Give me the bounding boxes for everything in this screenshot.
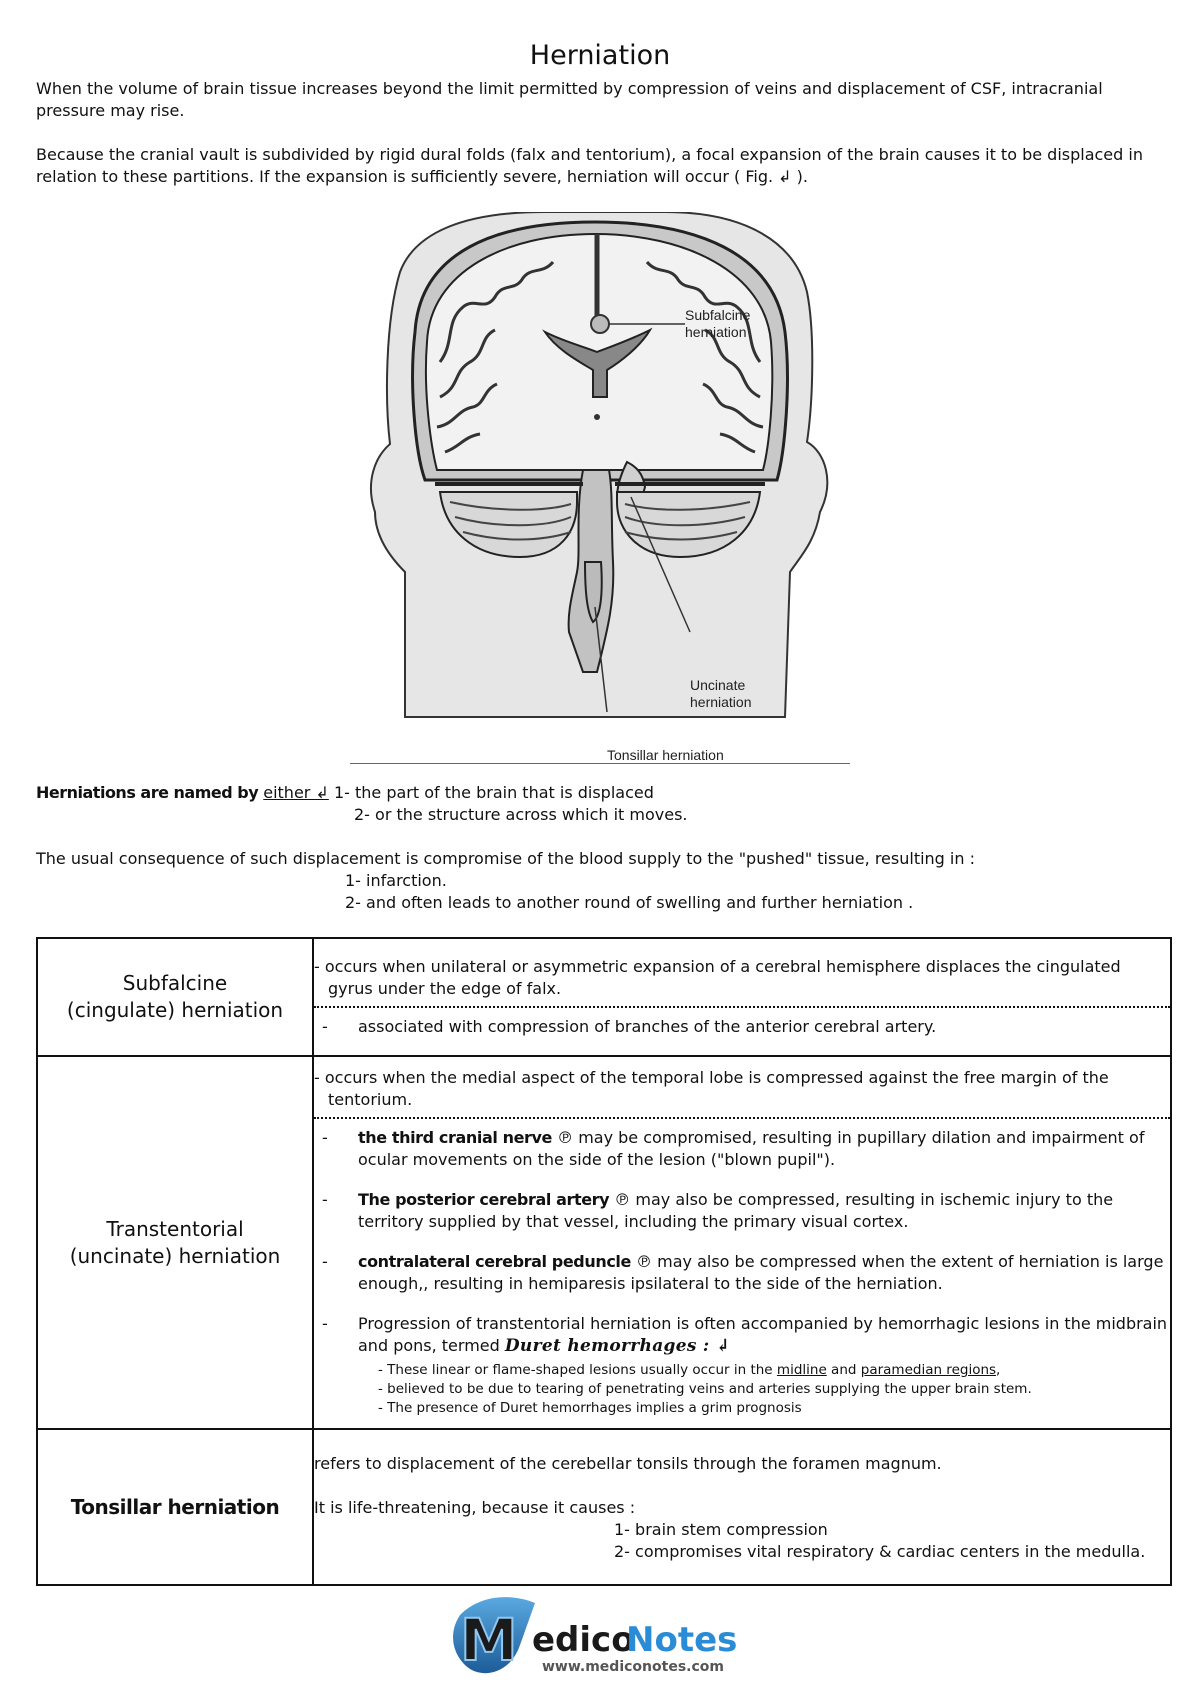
cell-tonsillar-desc: refers to displacement of the cerebellar… <box>312 1428 1172 1586</box>
herniation-types-table: Subfalcine (cingulate) herniation - occu… <box>36 937 1172 1586</box>
spacer <box>314 1475 1170 1497</box>
mediconotes-logo: M edico Notes www.mediconotes.com <box>440 1585 770 1690</box>
naming-lead: Herniations are named by <box>36 783 259 802</box>
uncinate-leader-line <box>630 496 691 633</box>
page-title: Herniation <box>529 40 671 71</box>
transtentorial-item-4: - Progression of transtentorial herniati… <box>314 1313 1170 1357</box>
naming-either: either ↲ <box>263 783 329 802</box>
consequence-lead: The usual consequence of such displaceme… <box>36 849 975 868</box>
table-row-tonsillar: Tonsillar herniation refers to displacem… <box>36 1428 1172 1586</box>
intro-paragraph-2: Because the cranial vault is subdivided … <box>36 145 1143 186</box>
tonsillar-cause-1: 1- brain stem compression <box>614 1520 828 1539</box>
logo-swoosh <box>453 1597 535 1674</box>
tonsillar-leader-line <box>594 606 608 713</box>
bullet-dash: - <box>322 1128 328 1147</box>
dotted-separator <box>314 1117 1170 1119</box>
brain-coronal-section-illustration: Subfalcine herniation Uncinate herniatio… <box>350 212 850 764</box>
logo-graphic: M edico Notes www.mediconotes.com <box>453 1597 737 1675</box>
cerebellar-folia <box>449 501 751 541</box>
transtentorial-item-1: - the third cranial nerve ℗ may be compr… <box>314 1127 1170 1171</box>
subfalcine-assoc-text: associated with compression of branches … <box>358 1017 937 1036</box>
cell-subfalcine-desc: - occurs when unilateral or asymmetric e… <box>312 937 1172 1057</box>
tonsillar-description-2: It is life-threatening, because it cause… <box>314 1498 636 1517</box>
label-subfalcine: Subfalcine <box>685 307 751 323</box>
bullet-dash: - <box>322 1190 328 1209</box>
tonsillar-cause-2: 2- compromises vital respiratory & cardi… <box>614 1542 1146 1561</box>
lateral-ventricles <box>542 327 653 398</box>
duret-note-1: - These linear or flame-shaped lesions u… <box>314 1361 1170 1380</box>
subfalcine-name-line-1: Subfalcine <box>122 971 228 995</box>
label-subfalcine-herniation: herniation <box>685 324 747 340</box>
transtentorial-name-line-2: (uncinate) herniation <box>69 1243 281 1268</box>
herniation-naming-section: Herniations are named by either ↲ 1- the… <box>36 782 1166 824</box>
cell-tonsillar-name: Tonsillar herniation <box>36 1428 314 1586</box>
herniation-figure: Subfalcine herniation Uncinate herniatio… <box>345 212 855 764</box>
consequence-item-1: 1- infarction. <box>345 871 447 890</box>
subfalcine-name-line-2: (cingulate) herniation <box>66 998 284 1022</box>
cell-transtentorial-desc: - occurs when the medial aspect of the t… <box>312 1055 1172 1430</box>
label-tonsillar-herniation: Tonsillar herniation <box>607 747 724 763</box>
left-gyri <box>436 260 555 454</box>
transtentorial-name-line-1: Transtentorial <box>106 1216 244 1241</box>
subfalcine-assoc-item: - associated with compression of branche… <box>314 1016 1170 1038</box>
duret-note-1-c: and <box>826 1362 861 1378</box>
duret-hemorrhages-term: Duret hemorrhages : ↲ <box>504 1336 731 1356</box>
bullet-dash: - <box>322 1314 328 1333</box>
consequence-item-2: 2- and often leads to another round of s… <box>345 893 914 912</box>
duret-note-1-e: , <box>996 1362 1001 1378</box>
item-2-bold: The posterior cerebral artery <box>358 1190 610 1209</box>
intro-paragraph-1: When the volume of brain tissue increase… <box>36 79 1103 120</box>
transtentorial-description: - occurs when the medial aspect of the t… <box>314 1068 1109 1109</box>
logo-text-notes: Notes <box>626 1620 737 1660</box>
midline-term: midline <box>776 1362 827 1378</box>
cell-subfalcine-name: Subfalcine (cingulate) herniation <box>36 937 314 1057</box>
paramedian-term: paramedian regions <box>860 1362 997 1378</box>
subfalcine-description: - occurs when unilateral or asymmetric e… <box>314 957 1121 998</box>
item-3-text: ℗ may also be compressed when the extent… <box>358 1252 1164 1293</box>
duret-note-2: - believed to be due to tearing of penet… <box>378 1381 1032 1397</box>
label-uncinate-herniation: herniation <box>690 694 752 710</box>
naming-line-1: 1- the part of the brain that is displac… <box>328 783 654 802</box>
bullet-dash: - <box>322 1252 328 1271</box>
label-uncinate: Uncinate <box>690 677 745 693</box>
duret-note-1-a: - These linear or flame-shaped lesions u… <box>378 1362 777 1378</box>
bullet-dash: - <box>322 1017 328 1036</box>
consequence-section: The usual consequence of such displaceme… <box>36 848 1166 912</box>
naming-line-2: 2- or the structure across which it move… <box>354 805 688 824</box>
progression-text: Progression of transtentorial herniation… <box>358 1314 1168 1355</box>
right-gyri <box>645 260 764 454</box>
item-3-bold: contralateral cerebral peduncle <box>358 1252 631 1271</box>
dotted-separator <box>314 1006 1170 1008</box>
subfalcine-bulge <box>590 314 610 334</box>
logo-letter-m: M <box>460 1606 518 1674</box>
logo-text-edico: edico <box>532 1620 635 1660</box>
duret-note-3: - The presence of Duret hemorrhages impl… <box>378 1400 802 1416</box>
item-1-bold: the third cranial nerve <box>358 1128 553 1147</box>
table-row-subfalcine: Subfalcine (cingulate) herniation - occu… <box>36 937 1172 1057</box>
transtentorial-item-3: - contralateral cerebral peduncle ℗ may … <box>314 1251 1170 1295</box>
cell-transtentorial-name: Transtentorial (uncinate) herniation <box>36 1055 314 1430</box>
transtentorial-item-2: - The posterior cerebral artery ℗ may al… <box>314 1189 1170 1233</box>
third-ventricle <box>594 414 600 420</box>
tonsillar-description: refers to displacement of the cerebellar… <box>314 1454 942 1473</box>
tonsil <box>583 561 603 624</box>
logo-url: www.mediconotes.com <box>542 1659 724 1675</box>
item-1-text: ℗ may be compromised, resulting in pupil… <box>358 1128 1145 1169</box>
item-2-text: ℗ may also be compressed, resulting in i… <box>358 1190 1114 1231</box>
table-row-transtentorial: Transtentorial (uncinate) herniation - o… <box>36 1055 1172 1430</box>
